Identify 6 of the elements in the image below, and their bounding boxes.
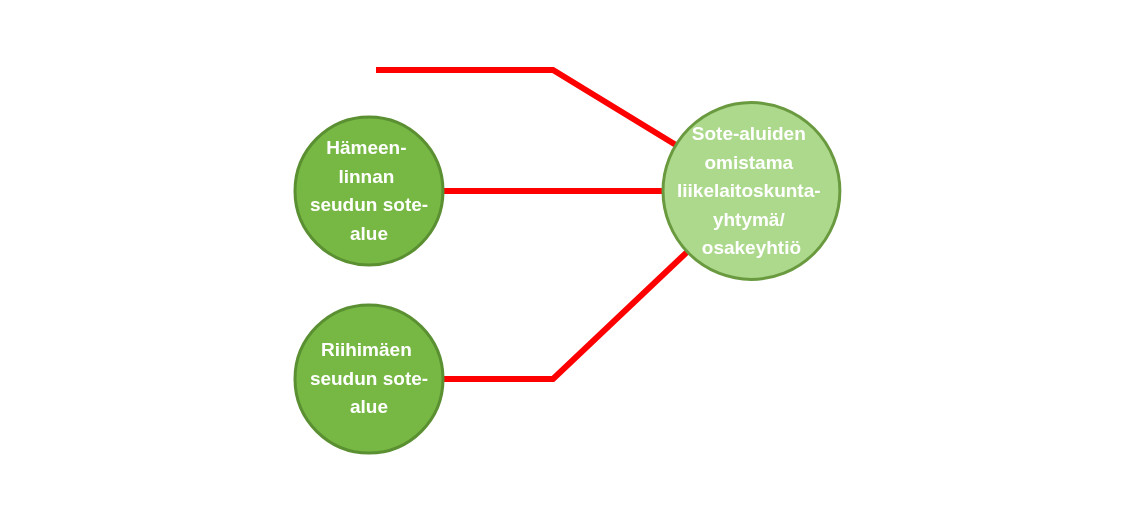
node-circle: Sote-aluiden omistama liikelaitoskunta- yhtymä/ osakeyhtiö bbox=[661, 100, 841, 281]
connector bbox=[375, 66, 678, 147]
connector bbox=[442, 187, 663, 194]
node-circle: Riihimäen seudun sote-alue bbox=[293, 303, 445, 454]
node-circle: Hämeen- linnan seudun sote-alue bbox=[293, 115, 445, 266]
connector bbox=[442, 249, 689, 382]
